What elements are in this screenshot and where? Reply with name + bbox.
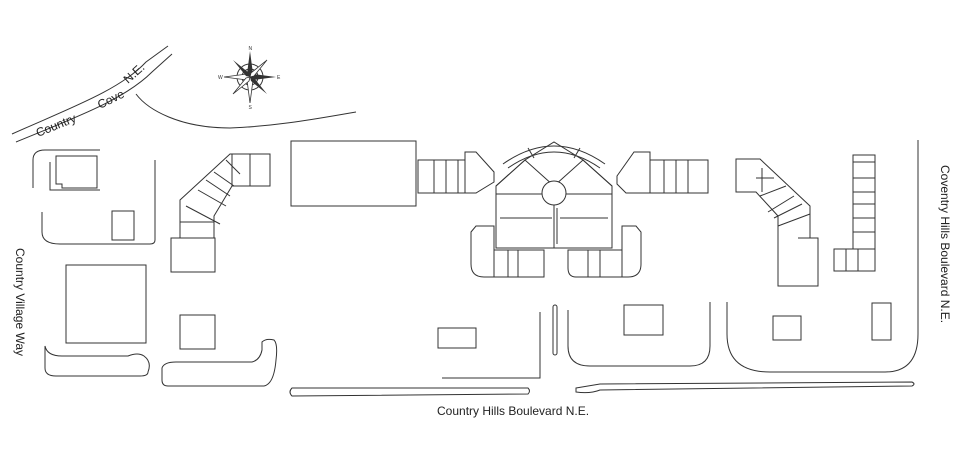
country-cove-road [11,45,357,143]
compass-w: W [218,75,223,81]
street-label-coventry-hills-blvd: Coventry Hills Boulevard N.E. [938,165,952,323]
pad-building-3 [772,315,802,341]
street-label-country: Country [34,111,78,140]
curb-lower-center-left [161,338,278,387]
curb-lower-left [44,345,150,377]
bottom-curbs [289,140,919,397]
strip-mall-left [170,153,271,273]
strip-building-right [833,154,876,272]
pad-building-1 [437,327,477,349]
building-small-top-left [55,155,135,241]
strip-mall-right [735,158,819,287]
pad-building-4 [871,302,892,341]
pad-building-2 [623,304,664,336]
compass-n: N [249,46,253,52]
compass-e: E [277,75,281,81]
compass-rose-icon: N S E W [218,46,281,111]
left-curbs [32,149,156,245]
central-mall-complex [417,141,709,278]
street-label-country-village-way: Country Village Way [13,248,27,356]
building-large-box [290,140,417,207]
building-large-left [65,264,147,344]
compass-s: S [249,105,253,111]
street-label-cove: Cove [95,87,127,112]
building-square-left [179,314,216,350]
street-label-country-hills-blvd: Country Hills Boulevard N.E. [437,404,589,418]
